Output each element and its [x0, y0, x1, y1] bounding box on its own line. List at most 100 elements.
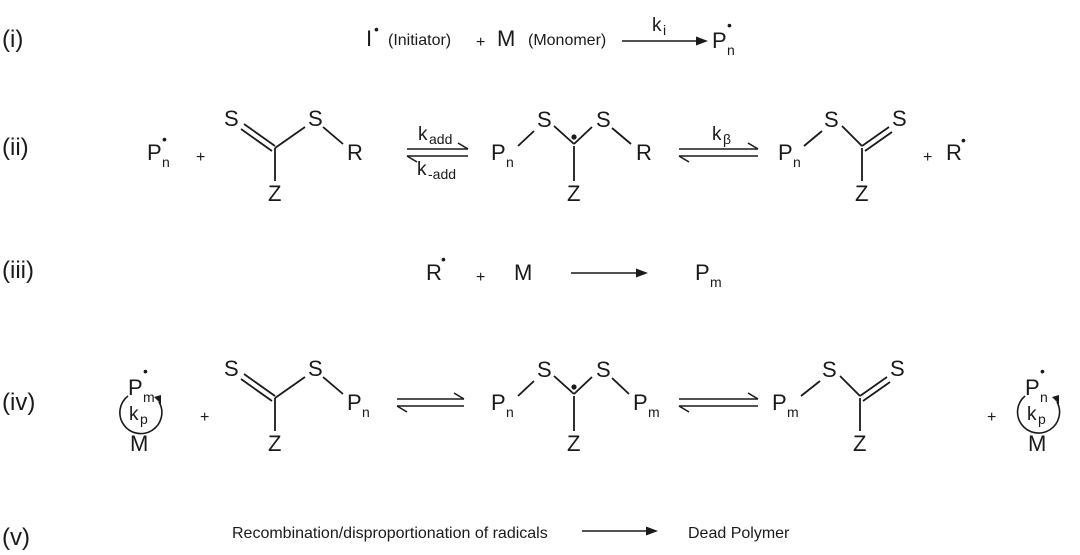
z-group: Z — [268, 181, 281, 206]
reverse-half-head — [406, 155, 418, 163]
z-group: Z — [853, 431, 866, 456]
rate-constant-subscript: -add — [428, 166, 456, 182]
thione-sulfur: S — [892, 106, 907, 131]
plus-sign: + — [200, 409, 209, 426]
bond-s-c — [553, 375, 575, 395]
carbon-radical-dot — [571, 134, 577, 140]
propagating-radical-dot: • — [162, 131, 167, 147]
leaving-radical-dot: • — [961, 132, 966, 148]
thione-sulfur: S — [224, 106, 239, 131]
step-iii-label: (iii) — [2, 257, 34, 284]
plus-sign: + — [987, 409, 996, 426]
double-bond-line-2 — [862, 381, 891, 402]
macro-raft-agent-structure: P m S S Z — [772, 356, 905, 456]
bond-s-c — [553, 125, 575, 145]
leaving-radical-R: R — [946, 140, 962, 165]
monomer-symbol: M — [497, 26, 515, 51]
step-iv-label: (iv) — [2, 389, 35, 416]
dead-polymer-label: Dead Polymer — [688, 525, 790, 542]
polymer-chain-P: P — [347, 390, 362, 415]
reaction-arrowhead — [696, 36, 708, 46]
reverse-half-head — [678, 405, 690, 413]
monomer-symbol: M — [130, 431, 148, 456]
rate-constant-subscript: add — [429, 131, 452, 147]
bond-c-s — [573, 126, 593, 145]
sulfur-atom: S — [596, 357, 611, 382]
double-bond-line-2 — [240, 378, 273, 402]
polymer-chain-P: P — [491, 140, 506, 165]
bond-p-s — [803, 130, 823, 147]
monomer-symbol: M — [514, 260, 532, 285]
propagation-cycle-arrowhead — [1052, 395, 1059, 404]
propagation-cycle-arrowhead — [154, 395, 161, 404]
carbon-radical-dot — [571, 384, 577, 390]
propagating-radical-dot: • — [727, 17, 732, 33]
double-bond-line-1 — [861, 126, 890, 147]
monomer-symbol: M — [1028, 431, 1046, 456]
bond-c-s — [274, 126, 306, 149]
bond-c-s — [274, 376, 306, 399]
rate-constant-k: k — [417, 159, 427, 180]
termination-description: Recombination/disproportionation of radi… — [232, 525, 548, 542]
bond-s-p — [322, 376, 344, 395]
propagating-radical-P: P — [128, 375, 143, 400]
sulfur-atom: S — [537, 107, 552, 132]
forward-half-head — [747, 392, 759, 400]
rate-constant-subscript: i — [663, 22, 666, 38]
z-group: Z — [567, 181, 580, 206]
rate-constant-k: k — [418, 124, 428, 145]
rate-constant-subscript: β — [723, 131, 731, 147]
step-ii-label: (ii) — [2, 134, 29, 161]
forward-half-head — [453, 392, 465, 400]
reaction-arrowhead — [636, 268, 648, 278]
forward-half-head — [747, 142, 759, 150]
initiator-symbol: I — [366, 26, 372, 51]
bond-s-p — [611, 377, 630, 395]
bond-p-s — [517, 380, 535, 397]
thione-sulfur: S — [224, 356, 239, 381]
propagation-cycle-left: P m • k p M — [119, 363, 163, 456]
double-bond-line-2 — [864, 131, 893, 152]
double-bond-line-2 — [240, 128, 273, 152]
polymer-chain-P: P — [491, 390, 506, 415]
reverse-half-head — [678, 155, 690, 163]
polymer-chain-subscript: n — [362, 404, 370, 420]
rate-constant-subscript: p — [140, 411, 148, 427]
rate-constant-subscript: p — [1038, 411, 1046, 427]
step-ii-pre-equilibrium: P n • + S S R Z k add k -add P n S — [147, 106, 966, 206]
bond-s-c — [839, 375, 861, 397]
initiator-radical-dot: • — [374, 21, 379, 37]
reverse-half-head — [396, 405, 408, 413]
propagation-cycle-arrow — [1016, 395, 1061, 434]
polymer-chain-P: P — [772, 390, 787, 415]
step-v-termination: Recombination/disproportionation of radi… — [232, 525, 790, 542]
double-bond-line-1 — [859, 376, 888, 397]
intermediate-radical-structure: P n S S P m Z — [491, 357, 660, 456]
z-group: Z — [567, 431, 580, 456]
macro-raft-agent-structure: P n S S Z — [778, 106, 907, 206]
macro-raft-agent-structure: S S P n Z — [224, 356, 370, 456]
plus-sign: + — [196, 149, 205, 166]
propagation-cycle-arrow — [119, 395, 163, 435]
thioether-sulfur: S — [308, 106, 323, 131]
polymer-chain-subscript: m — [648, 404, 660, 420]
plus-sign: + — [476, 34, 485, 51]
leaving-radical-R: R — [426, 260, 442, 285]
step-i-label: (i) — [2, 26, 23, 53]
thione-sulfur: S — [890, 356, 905, 381]
z-group: Z — [855, 181, 868, 206]
polymer-chain-subscript: n — [793, 154, 801, 170]
bond-c-s — [573, 376, 593, 395]
propagating-radical-subscript: n — [1040, 389, 1048, 405]
propagation-cycle-right: P n • k p M — [1016, 363, 1061, 456]
rate-constant-k: k — [652, 15, 662, 36]
plus-sign: + — [923, 149, 932, 166]
propagating-chain-P: P — [695, 260, 710, 285]
propagating-radical-dot: • — [1040, 363, 1045, 379]
polymer-chain-P: P — [633, 390, 648, 415]
bond-s-r — [611, 127, 632, 145]
bond-p-s — [800, 380, 821, 397]
step-i-initiation: I • (Initiator) + M (Monomer) k i P n • — [366, 15, 735, 58]
rate-constant-k: k — [129, 404, 139, 425]
